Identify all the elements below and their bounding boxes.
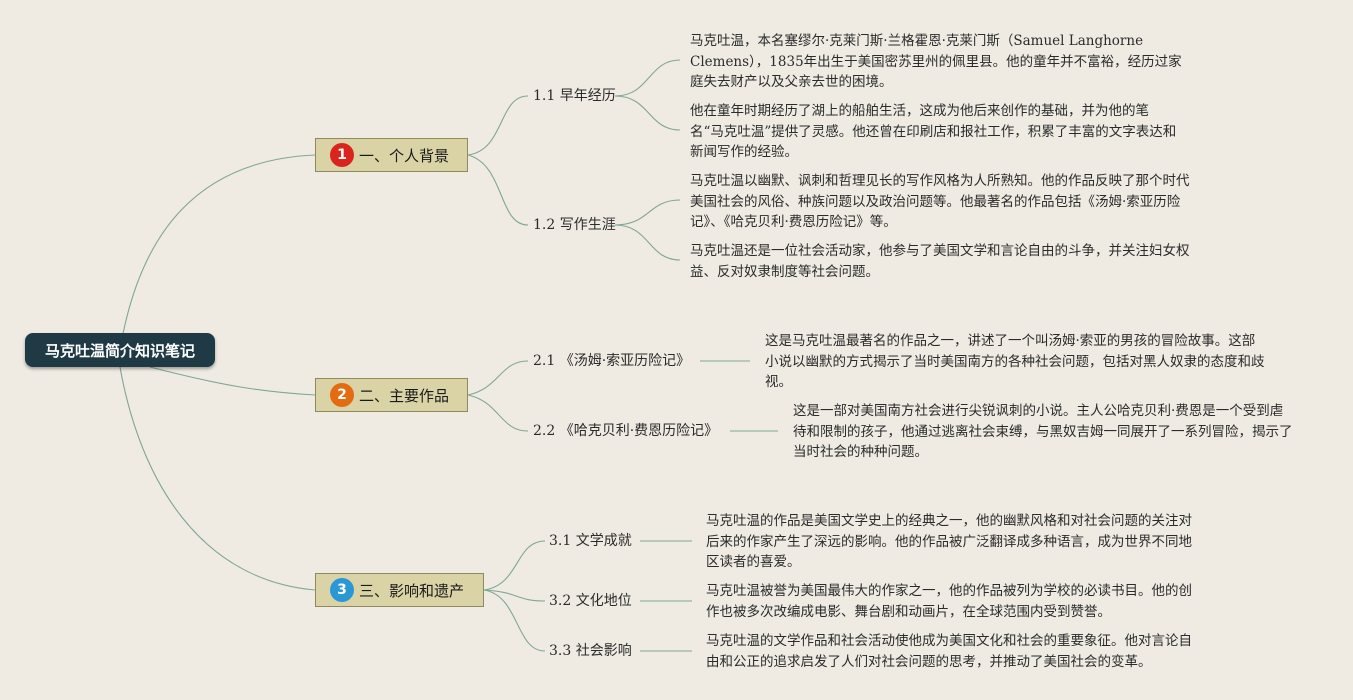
subtopic-social-impact[interactable]: 3.3 社会影响 [549,643,632,659]
note-cultural-status[interactable]: 马克吐温被誉为美国最伟大的作家之一，他的作品被列为学校的必读书目。他的创作也被多… [706,583,1192,620]
root-title: 马克吐温简介知识笔记 [44,341,195,360]
subtopic-cultural-status[interactable]: 3.2 文化地位 [549,593,632,609]
note-tom-sawyer[interactable]: 这是马克吐温最著名的作品之一，讲述了一个叫汤姆·索亚的男孩的冒险故事。这部小说以… [765,333,1265,390]
connector [467,394,529,432]
connector [149,366,316,396]
connector [614,59,681,97]
subtopic-huckleberry-finn[interactable]: 2.2 《哈克贝利·费恩历险记》 [533,423,719,439]
connector [483,540,546,591]
topic-label: 一、个人背景 [359,146,450,165]
connector [614,224,681,261]
topic-personal-background[interactable]: 1 一、个人背景 [315,138,468,172]
topic-label: 三、影响和遗产 [359,581,465,600]
note-writing-career-2[interactable]: 马克吐温还是一位社会活动家，他参与了美国文学和言论自由的斗争，并关注妇女权益、反… [690,243,1190,280]
connector [119,366,316,591]
topic-label: 二、主要作品 [359,386,450,405]
connector [614,199,681,226]
topic-major-works[interactable]: 2 二、主要作品 [315,378,468,412]
note-social-impact[interactable]: 马克吐温的文学作品和社会活动使他成为美国文化和社会的重要象征。他对言论自由和公正… [706,633,1192,670]
subtopic-writing-career[interactable]: 1.2 写作生涯 [533,217,616,233]
connector [467,95,529,156]
note-huckleberry-finn[interactable]: 这是一部对美国南方社会进行尖锐讽刺的小说。主人公哈克贝利·费恩是一个受到虐待和限… [793,403,1293,460]
topic-influence-legacy[interactable]: 3 三、影响和遗产 [315,573,484,607]
connector [467,154,529,226]
note-literary-achievement[interactable]: 马克吐温的作品是美国文学史上的经典之一，他的幽默风格和对社会问题的关注对后来的作… [706,513,1192,570]
priority-1-badge-icon: 1 [330,143,354,167]
connector [467,360,529,396]
note-early-life-2[interactable]: 他在童年时期经历了湖上的船舶生活，这成为他后来创作的基础，并为他的笔名“马克吐温… [690,103,1177,160]
connector [119,154,316,351]
root-topic[interactable]: 马克吐温简介知识笔记 [25,333,215,367]
connector [614,95,681,131]
priority-2-badge-icon: 2 [330,383,354,407]
subtopic-literary-achievement[interactable]: 3.1 文学成就 [549,533,632,549]
priority-3-badge-icon: 3 [330,578,354,602]
subtopic-early-life[interactable]: 1.1 早年经历 [533,88,616,104]
note-early-life-1[interactable]: 马克吐温，本名塞缪尔·克莱门斯·兰格霍恩·克莱门斯（Samuel Langhor… [690,33,1182,90]
connector [483,589,546,602]
note-writing-career-1[interactable]: 马克吐温以幽默、讽刺和哲理见长的写作风格为人所熟知。他的作品反映了那个时代美国社… [690,173,1190,230]
subtopic-tom-sawyer[interactable]: 2.1 《汤姆·索亚历险记》 [533,353,691,369]
connector [483,589,546,652]
